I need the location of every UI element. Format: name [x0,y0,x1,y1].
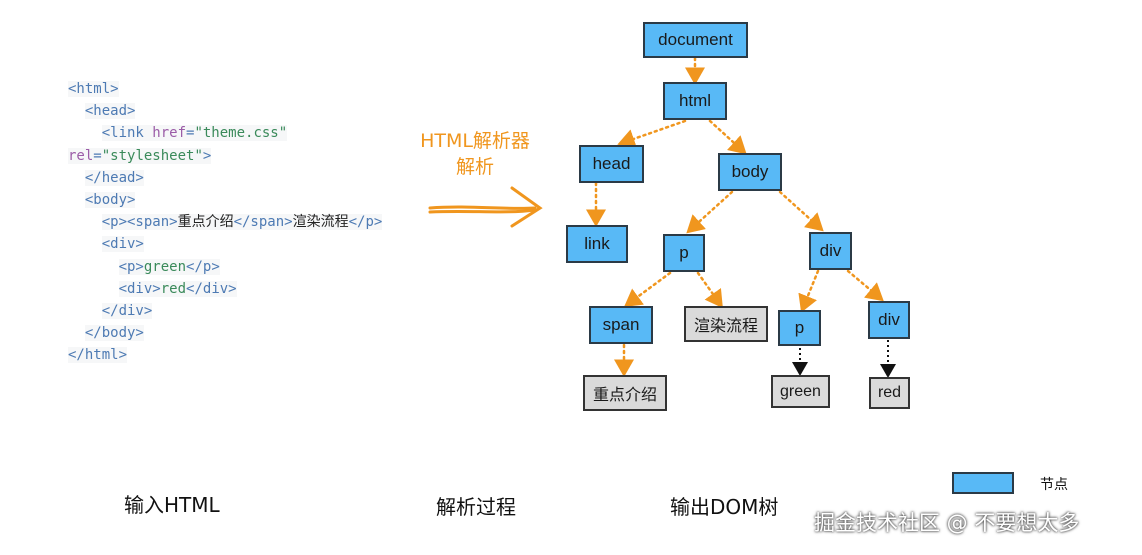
code-token: </div> [186,280,237,297]
node-document: document [643,22,748,58]
node-head: head [579,145,644,183]
legend-node-swatch [952,472,1014,494]
node-p: p [663,234,705,272]
code-token: <div> [101,236,144,253]
code-token: </p> [186,258,220,275]
node-body: body [718,153,782,191]
code-line: </div> [68,300,382,322]
edge-html-body [708,119,747,155]
edge-html-head [617,119,687,149]
code-token: "theme.css" [194,125,288,142]
code-token: = [186,125,195,142]
code-line: <p>green</p> [68,256,382,278]
node-div: div [809,232,852,270]
edge-body-p [686,190,734,234]
edge-p-render-flow [696,271,723,309]
code-token: <link [101,125,153,142]
code-line: </html> [68,344,382,366]
code-line: <html> [68,78,382,100]
code-line: <div>red</div> [68,278,382,300]
code-token: <body> [84,192,136,209]
node-html: html [663,82,727,120]
node-p2: p [778,310,821,346]
code-token: <div> [118,280,161,297]
code-token: <p> [118,258,144,275]
code-token: </head> [84,169,144,186]
code-token: <head> [84,103,136,120]
code-line: </head> [68,167,382,189]
code-line: <p><span>重点介绍</span>渲染流程</p> [68,211,383,233]
code-line: <div> [68,233,382,255]
node-green: green [771,375,830,408]
code-line: <body> [68,189,382,211]
parser-label: HTML解析器 解析 [410,128,540,180]
node-key-intro: 重点介绍 [583,375,667,411]
code-token: </html> [68,347,128,364]
code-token: = [93,147,102,164]
node-span: span [589,306,653,344]
edge-p-span [623,271,672,307]
code-token: > [202,147,212,164]
parse-arrow [428,186,543,228]
parser-label-line2: 解析 [455,156,494,178]
edge-div-div2 [846,269,884,302]
caption-output: 输出DOM树 [670,495,779,519]
code-token: <p><span> [101,214,178,231]
node-div2: div [868,301,910,339]
legend-node-label: 节点 [1040,477,1068,493]
edge-div-p2 [798,269,820,313]
code-token: rel [68,147,94,164]
code-token: href [152,125,187,142]
code-line: rel="stylesheet"> [68,145,382,167]
code-token: </p> [348,214,383,231]
caption-input: 输入HTML [124,493,220,517]
code-token: "stylesheet" [101,147,203,164]
html-source-code: <html> <head> <link href="theme.css"rel=… [68,78,383,367]
code-token: 重点介绍 [177,214,234,231]
code-token: <html> [68,81,119,97]
code-line: </body> [68,322,382,344]
code-token: red [160,280,187,297]
code-token: </body> [84,325,144,342]
caption-process: 解析过程 [436,495,516,519]
code-line: <link href="theme.css" [68,122,382,144]
code-token: </div> [101,303,153,320]
code-token: green [143,258,187,275]
node-red: red [869,377,910,409]
code-token: 渲染流程 [292,214,349,231]
watermark: 掘金技术社区 @ 不要想太多 [814,511,1080,535]
node-render-flow: 渲染流程 [684,306,768,342]
edge-body-div [778,190,824,232]
code-token: </span> [233,214,293,231]
parser-label-line1: HTML解析器 [420,130,530,152]
code-line: <head> [68,100,382,122]
node-link: link [566,225,628,263]
